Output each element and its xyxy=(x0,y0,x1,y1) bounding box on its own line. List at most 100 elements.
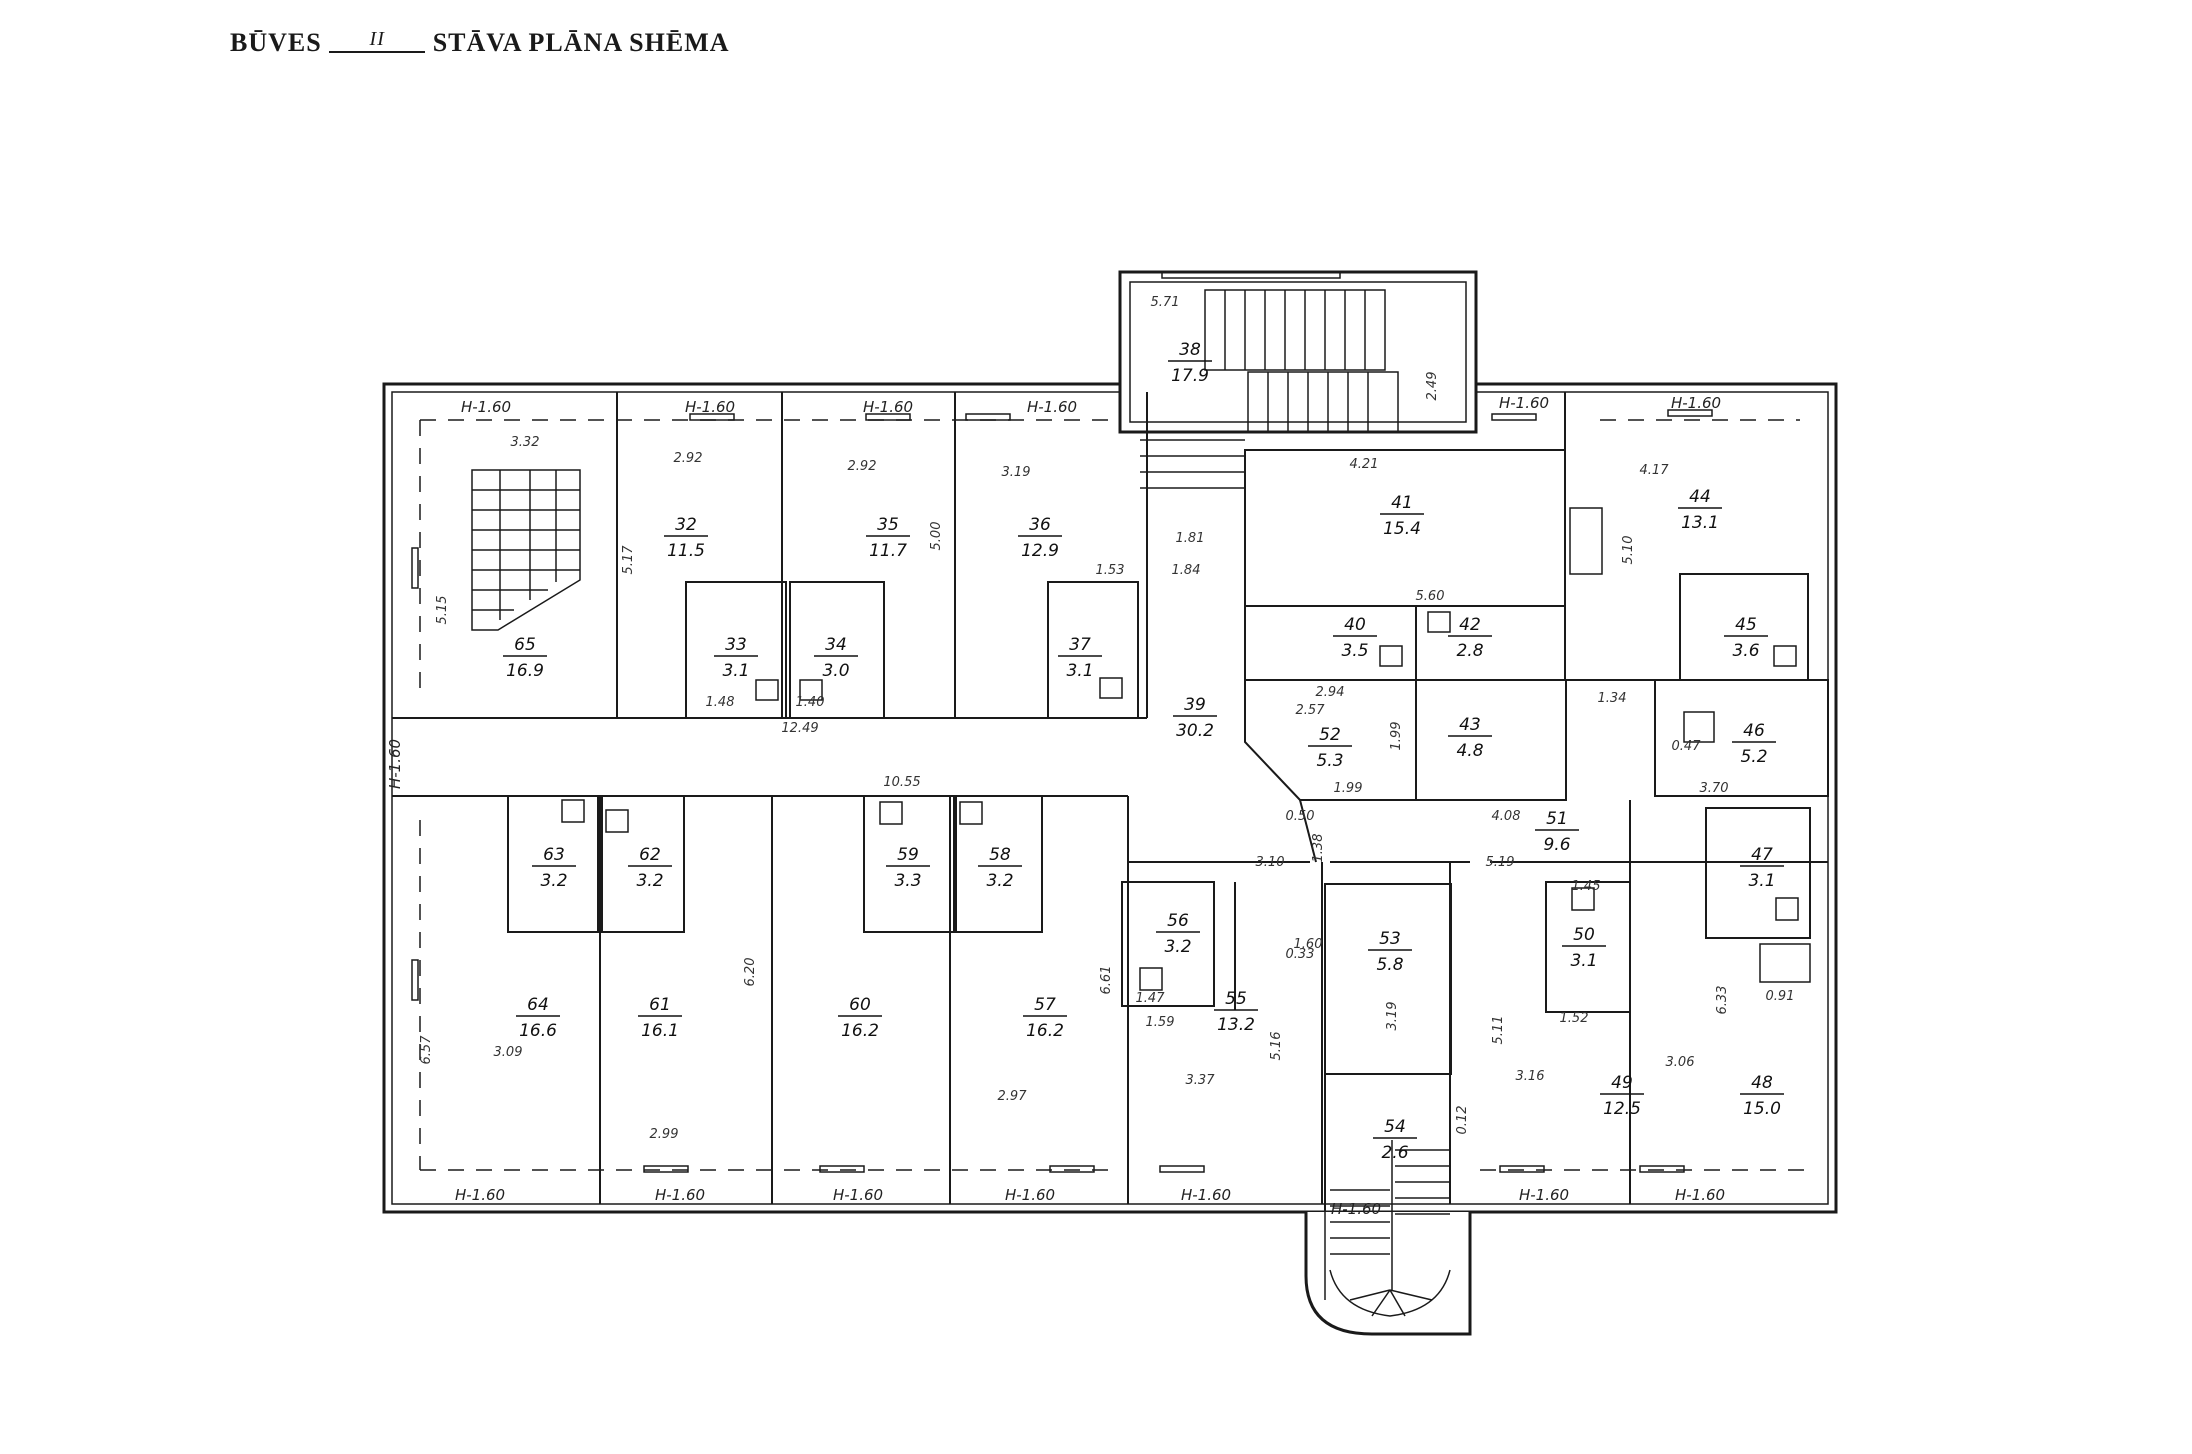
room-number: 33 xyxy=(725,635,747,655)
room-area: 16.1 xyxy=(641,1021,679,1041)
dimension-label: 1.81 xyxy=(1176,531,1205,546)
room-number: 47 xyxy=(1751,845,1773,865)
room-number: 48 xyxy=(1751,1073,1773,1093)
wc-62 xyxy=(601,795,685,933)
dimension-label: 5.16 xyxy=(1269,1032,1284,1061)
room-area: 15.4 xyxy=(1383,519,1421,539)
dimension-label: 0.47 xyxy=(1672,739,1702,754)
title-after: STĀVA PLĀNA SHĒMA xyxy=(432,28,730,57)
south-stair-treads xyxy=(1324,1140,1451,1317)
dimension-label: 4.08 xyxy=(1492,809,1521,824)
dimension-label: 1.34 xyxy=(1598,691,1627,706)
room-area: 5.2 xyxy=(1740,747,1767,767)
room-label-62: 623.2 xyxy=(628,845,672,891)
stair-tower-north-inner xyxy=(1129,281,1467,423)
room-label-59: 593.3 xyxy=(886,845,930,891)
room-46-walls xyxy=(1654,679,1829,797)
room-area: 17.9 xyxy=(1171,366,1209,386)
dimension-label: 5.19 xyxy=(1486,855,1515,870)
room-area: 3.0 xyxy=(822,661,849,681)
dimension-label: 2.97 xyxy=(998,1089,1028,1104)
ceiling-height-label: H-1.60 xyxy=(1331,1200,1381,1218)
west-stair-treads xyxy=(471,469,581,631)
dimension-label: 5.15 xyxy=(435,596,450,625)
ceiling-height-label: H-1.60 xyxy=(833,1186,883,1204)
dimension-label: 1.60 xyxy=(1294,937,1323,952)
dimension-label: 0.33 xyxy=(1286,947,1315,962)
room-label-53: 535.8 xyxy=(1368,929,1412,975)
room-number: 58 xyxy=(989,845,1011,865)
room-area: 3.2 xyxy=(636,871,663,891)
room-area: 3.1 xyxy=(1066,661,1093,681)
room-number: 43 xyxy=(1459,715,1481,735)
dimension-label: 2.99 xyxy=(650,1127,679,1142)
room-label-40: 403.5 xyxy=(1333,615,1377,661)
room-number: 52 xyxy=(1319,725,1341,745)
dimension-label: 6.33 xyxy=(1715,986,1730,1015)
room-area: 3.1 xyxy=(722,661,749,681)
room-43-walls xyxy=(1415,679,1567,801)
room-area: 3.1 xyxy=(1570,951,1597,971)
room-number: 41 xyxy=(1391,493,1413,513)
room-area: 15.0 xyxy=(1743,1099,1781,1119)
dimension-label: 4.17 xyxy=(1640,463,1670,478)
room-label-52: 525.3 xyxy=(1308,725,1352,771)
dimension-label: 0.12 xyxy=(1455,1106,1470,1135)
room-area: 2.8 xyxy=(1456,641,1483,661)
room-number: 62 xyxy=(639,845,661,865)
room-area: 13.1 xyxy=(1681,513,1719,533)
outer-wall-inner xyxy=(391,391,1829,1205)
room-label-47: 473.1 xyxy=(1740,845,1784,891)
room-number: 34 xyxy=(825,635,847,655)
room-label-56: 563.2 xyxy=(1156,911,1200,957)
dimension-label: 1.53 xyxy=(1096,563,1125,578)
dimension-label: 2.49 xyxy=(1425,372,1440,401)
room-area: 4.8 xyxy=(1456,741,1483,761)
room-label-45: 453.6 xyxy=(1724,615,1768,661)
room-area: 3.2 xyxy=(986,871,1013,891)
windows xyxy=(411,271,1713,1173)
room-area: 3.1 xyxy=(1748,871,1775,891)
room-number: 55 xyxy=(1225,989,1247,1009)
room-area: 12.9 xyxy=(1021,541,1059,561)
dimension-label: 1.38 xyxy=(1311,834,1326,863)
wall xyxy=(1299,799,1317,863)
dimension-label: 1.99 xyxy=(1334,781,1363,796)
dimension-label: 12.49 xyxy=(781,721,818,736)
ceiling-lines xyxy=(419,419,1810,1171)
ceiling-height-label: H-1.60 xyxy=(1499,394,1549,412)
ceiling-height-label: H-1.60 xyxy=(1181,1186,1231,1204)
dimension-label: 3.37 xyxy=(1186,1073,1216,1088)
room-label-48: 48 15.0 xyxy=(1740,1073,1784,1119)
dimension-label: 3.10 xyxy=(1256,855,1285,870)
ceiling-height-label: H-1.60 xyxy=(1519,1186,1569,1204)
room-number: 40 xyxy=(1344,615,1366,635)
room-label-58: 583.2 xyxy=(978,845,1022,891)
room-label-33: 333.1 xyxy=(714,635,758,681)
room-number: 37 xyxy=(1069,635,1091,655)
wc-56 xyxy=(1121,881,1215,1007)
room-53-walls xyxy=(1324,883,1452,1075)
room-number: 46 xyxy=(1743,721,1765,741)
dimension-label: 5.71 xyxy=(1151,295,1180,310)
room-label-37: 373.1 xyxy=(1058,635,1102,681)
room-label-63: 633.2 xyxy=(532,845,576,891)
room-label-43: 434.8 xyxy=(1448,715,1492,761)
dimension-label: 5.00 xyxy=(929,522,944,551)
dimension-label: 3.09 xyxy=(494,1045,523,1060)
room-number: 51 xyxy=(1546,809,1568,829)
room-area: 12.5 xyxy=(1603,1099,1641,1119)
dimension-label: 1.84 xyxy=(1172,563,1201,578)
dimension-label: 4.21 xyxy=(1350,457,1379,472)
room-number: 50 xyxy=(1573,925,1595,945)
wc-37 xyxy=(1047,581,1139,719)
ceiling-height-label: H-1.60 xyxy=(455,1186,505,1204)
ceiling-height-label: H-1.60 xyxy=(386,739,404,789)
dimension-label: 5.60 xyxy=(1416,589,1445,604)
room-number: 60 xyxy=(849,995,871,1015)
dimension-label: 1.52 xyxy=(1560,1011,1589,1026)
